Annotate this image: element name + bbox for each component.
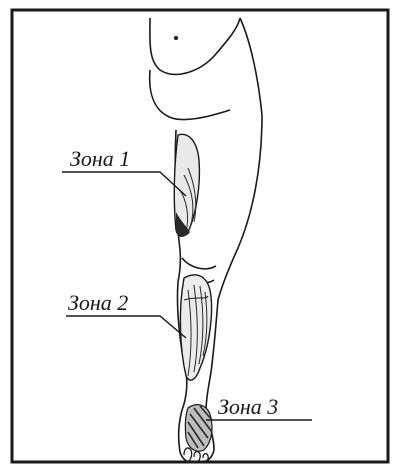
zone-2-label: Зона 2 [68, 290, 128, 315]
navel-mark [174, 36, 178, 40]
zone-3-region [185, 405, 212, 452]
zone-1-label: Зона 1 [70, 146, 130, 171]
hip-outline [150, 18, 262, 120]
zone-3-label: Зона 3 [218, 394, 278, 419]
zone-2-leader-line [66, 316, 186, 338]
zone-1-region [174, 134, 199, 236]
diagram-frame [12, 10, 388, 462]
zone-1-leader-line [62, 172, 186, 196]
zone-2-region [180, 275, 211, 380]
